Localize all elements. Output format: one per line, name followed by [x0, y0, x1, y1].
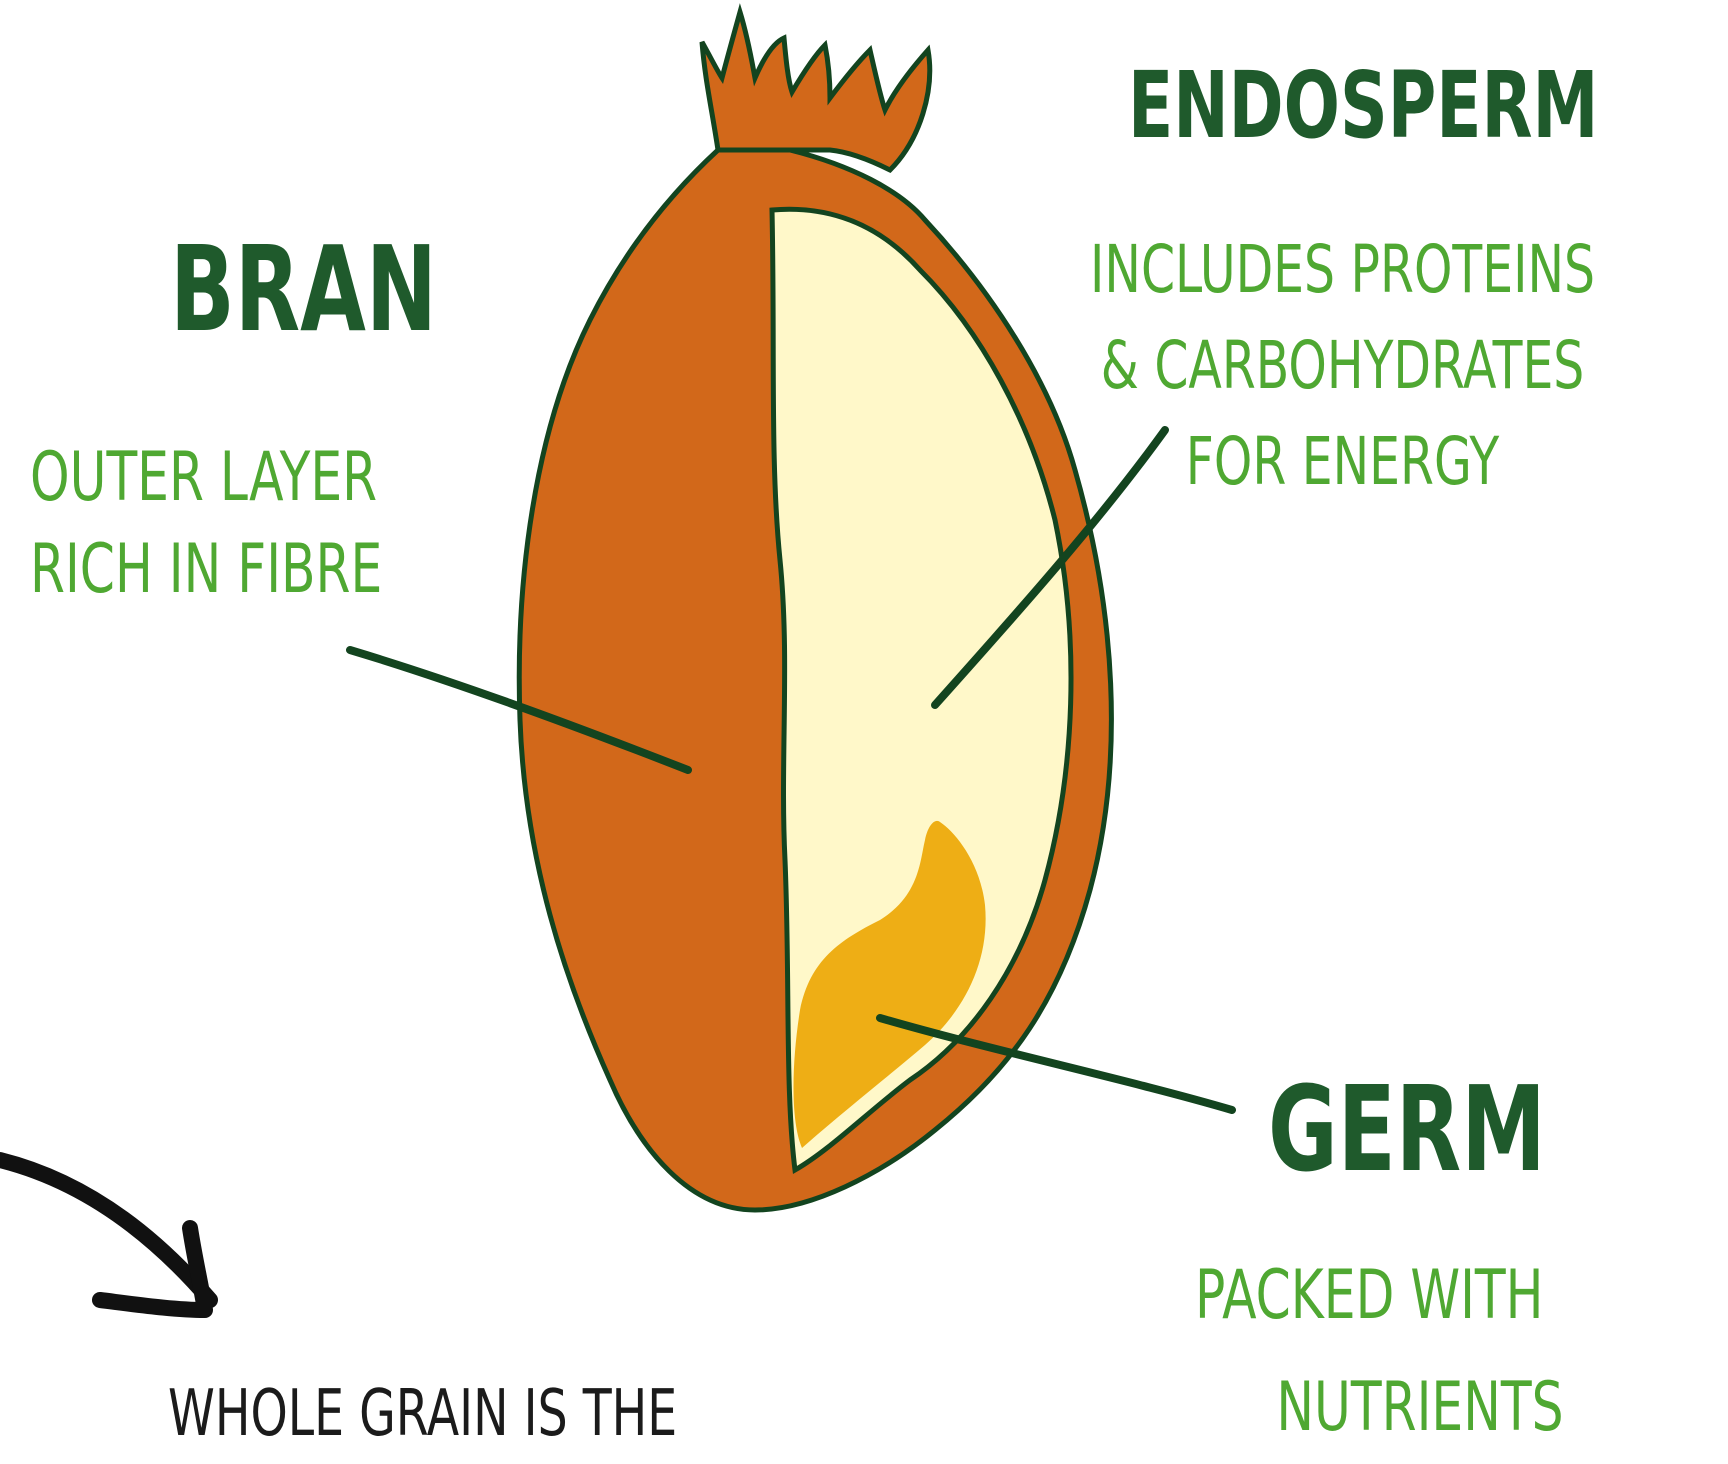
- endosperm-desc-line: & CARBOHYDRATES: [1090, 318, 1595, 414]
- endosperm-desc-line: FOR ENERGY: [1090, 414, 1595, 510]
- germ-desc-line: NUTRIENTS: [1195, 1352, 1564, 1464]
- bran-description: OUTER LAYER RICH IN FIBRE: [30, 432, 382, 616]
- endosperm-title: ENDOSPERM: [1128, 60, 1598, 152]
- grain-tuft: [702, 12, 930, 170]
- endosperm-description: INCLUDES PROTEINS & CARBOHYDRATES FOR EN…: [1090, 222, 1595, 510]
- germ-title: GERM: [1268, 1070, 1546, 1188]
- curved-arrow: [0, 1160, 210, 1300]
- bran-desc-line: OUTER LAYER: [30, 432, 382, 524]
- germ-description: PACKED WITH NUTRIENTS: [1195, 1240, 1564, 1464]
- whole-grain-caption: WHOLE GRAIN IS THE: [168, 1382, 677, 1446]
- endosperm-desc-line: INCLUDES PROTEINS: [1090, 222, 1595, 318]
- bran-title: BRAN: [170, 230, 437, 348]
- germ-desc-line: PACKED WITH: [1195, 1240, 1564, 1352]
- grain-diagram: [0, 0, 1728, 1413]
- bran-desc-line: RICH IN FIBRE: [30, 524, 382, 616]
